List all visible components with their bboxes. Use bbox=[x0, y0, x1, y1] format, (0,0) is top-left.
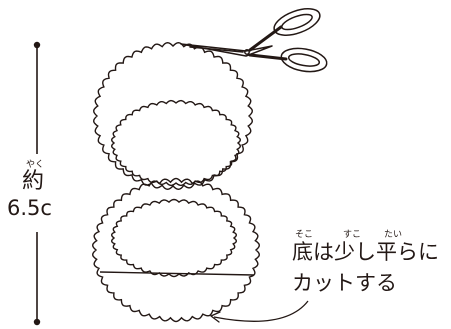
note-word-2: は bbox=[313, 240, 334, 264]
callout-arrowhead bbox=[210, 311, 221, 323]
note-word-5: 平 bbox=[376, 240, 397, 264]
note-line-2: カットする bbox=[292, 271, 397, 295]
note-word-6: らに bbox=[397, 240, 439, 264]
note-ruby-1: そこ bbox=[295, 230, 314, 240]
scissors-icon bbox=[180, 8, 328, 73]
dimension-endpoint-top bbox=[33, 41, 41, 49]
note-ruby-3: たい bbox=[384, 230, 403, 240]
top-liner-scalloped-base bbox=[110, 99, 242, 187]
top-liner-scalloped-rim bbox=[92, 41, 254, 191]
callout-leader-line bbox=[213, 300, 309, 322]
dimension-value: 6.5c bbox=[7, 196, 52, 220]
note-word-1: 底 bbox=[292, 240, 313, 264]
dimension-word: 約 bbox=[22, 169, 45, 194]
note-ruby-2: すこ bbox=[343, 230, 362, 240]
dimension-endpoint-bottom bbox=[33, 318, 41, 326]
note-word-3: 少 bbox=[334, 240, 355, 264]
flat-cut-line bbox=[99, 271, 255, 276]
dimension-ruby: やく bbox=[26, 160, 45, 170]
note-line-1: 底は少し平らに bbox=[292, 240, 439, 264]
note-word-4: し bbox=[355, 240, 376, 264]
bottom-liner-scalloped-base bbox=[110, 198, 238, 278]
bottom-liner-scalloped-rim bbox=[91, 177, 261, 323]
